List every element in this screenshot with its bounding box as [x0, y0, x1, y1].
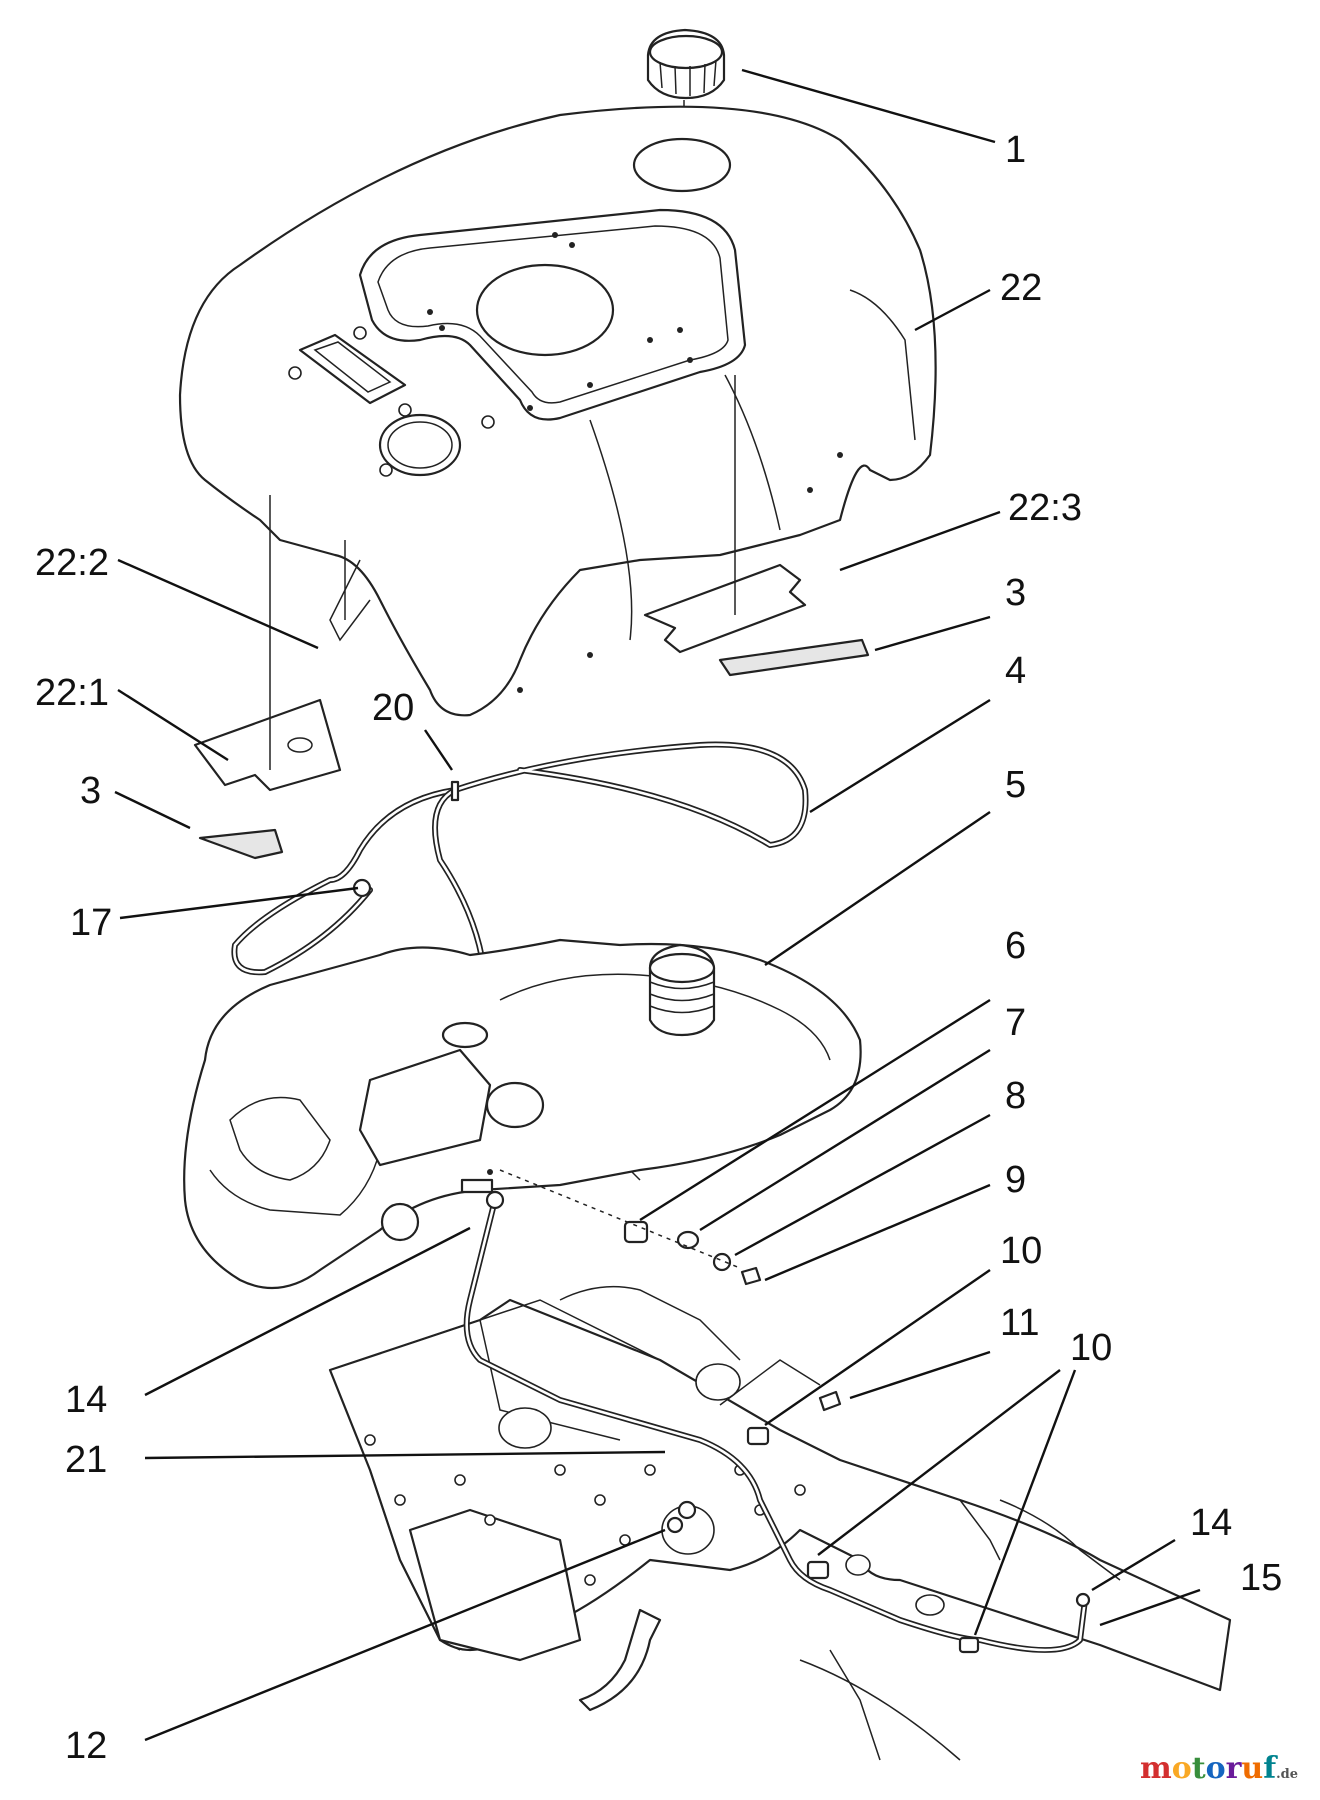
watermark-letter: u: [1241, 1751, 1264, 1786]
watermark-letter: m: [1139, 1751, 1172, 1786]
callout-14-right: 14: [1190, 1502, 1232, 1544]
fuel-line: [463, 1190, 1091, 1654]
watermark-letter: o: [1171, 1751, 1192, 1786]
fuel-hose: [231, 741, 809, 1181]
callout-22-3: 22:3: [1008, 487, 1082, 529]
callout-7: 7: [1005, 1002, 1026, 1044]
leader-lines: [114, 68, 1201, 1742]
callout-1: 1: [1005, 129, 1026, 171]
washer-7: [676, 1230, 700, 1250]
decal-strip-left: [198, 828, 284, 860]
callout-9: 9: [1005, 1159, 1026, 1201]
nut-8: [712, 1252, 732, 1272]
watermark-letter: f: [1263, 1751, 1277, 1786]
callout-21: 21: [65, 1439, 107, 1481]
callout-20: 20: [372, 687, 414, 729]
watermark-suffix: .de: [1276, 1767, 1298, 1782]
clip-6: [623, 1220, 649, 1244]
decal-22-1: [193, 698, 342, 792]
watermark-letter: o: [1205, 1751, 1226, 1786]
callout-12: 12: [65, 1725, 107, 1767]
callout-11: 11: [1000, 1302, 1039, 1344]
hood-fender: [178, 105, 937, 717]
watermark-letter: r: [1225, 1751, 1242, 1786]
callout-3-left: 3: [80, 770, 101, 812]
callout-labels: 1 22 22:3 3 4 5 22:2 22:1 20 3 17 6 7 8 …: [35, 129, 1282, 1767]
fuel-tank: [183, 938, 862, 1290]
callout-3-right: 3: [1005, 572, 1026, 614]
callout-4: 4: [1005, 650, 1026, 692]
callout-15: 15: [1240, 1557, 1282, 1599]
watermark-logo: motoruf.de: [1140, 1751, 1298, 1786]
decal-22-3: [643, 563, 807, 654]
callout-5: 5: [1005, 764, 1026, 806]
callout-17: 17: [70, 902, 112, 944]
callout-10-b: 10: [1070, 1327, 1112, 1369]
callout-6: 6: [1005, 925, 1026, 967]
hood-rivets: [427, 232, 843, 693]
watermark-letter: t: [1191, 1751, 1206, 1786]
callout-22-1: 22:1: [35, 672, 109, 714]
bolt-9: [740, 1266, 762, 1286]
decal-strip-right: [718, 638, 870, 677]
frame-holes: [364, 1434, 806, 1586]
callout-22-2: 22:2: [35, 542, 109, 584]
callout-10-a: 10: [1000, 1230, 1042, 1272]
callout-14-left: 14: [65, 1379, 107, 1421]
fuel-cap: [646, 28, 726, 165]
watermark-text: motoruf: [1140, 1751, 1276, 1786]
callout-22: 22: [1000, 267, 1042, 309]
callout-8: 8: [1005, 1075, 1026, 1117]
